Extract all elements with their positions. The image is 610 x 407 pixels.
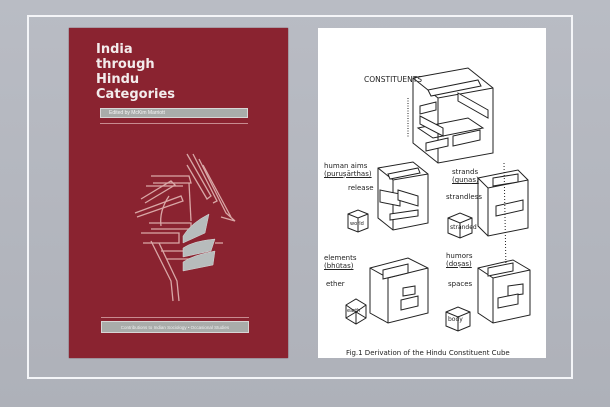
figure-page: CONSTITUENTS xyxy=(318,28,546,358)
main-cube xyxy=(412,67,494,164)
book-title: India through Hindu Categories xyxy=(96,42,176,102)
book-cover: India through Hindu Categories Edited by… xyxy=(69,28,288,358)
body-label: body xyxy=(448,316,463,323)
release-label: release xyxy=(348,184,374,192)
ether-label: ether xyxy=(326,280,345,288)
dosas-label: (doșas) xyxy=(446,260,472,268)
world-label: world xyxy=(350,221,364,227)
elements-label: elements xyxy=(324,254,357,262)
cover-divider xyxy=(100,123,248,124)
constituent-cubes-diagram xyxy=(345,67,531,332)
spaces-label: spaces xyxy=(448,280,473,288)
strandless-label: strandless xyxy=(446,193,482,201)
humors-cube xyxy=(477,259,531,324)
abstract-temple-motif-icon xyxy=(134,153,236,302)
earth-label: earth xyxy=(347,308,361,314)
stranded-label: stranded xyxy=(450,224,477,231)
humors-label: humors xyxy=(446,252,473,260)
editor-banner: Edited by McKim Marriott xyxy=(100,108,248,118)
stranded-small-cube xyxy=(447,212,473,239)
constituents-label: CONSTITUENTS xyxy=(364,75,423,84)
strands-label: strands xyxy=(452,168,479,176)
human-aims-label: human aims xyxy=(324,162,368,170)
earth-small-cube xyxy=(345,298,367,325)
editor-text: Edited by McKim Marriott xyxy=(109,110,165,116)
bhutas-label: (bhūtas) xyxy=(324,262,354,270)
gunas-label: (guṇas) xyxy=(452,176,479,184)
figure-caption: Fig.1 Derivation of the Hindu Constituen… xyxy=(346,349,510,357)
body-small-cube xyxy=(445,306,471,332)
purusarthas-label: (purușārthas) xyxy=(324,170,372,178)
photo-frame-border xyxy=(27,15,573,379)
series-divider xyxy=(101,317,249,318)
world-small-cube xyxy=(347,209,369,233)
series-banner: Contributions to Indian Sociology • Occa… xyxy=(101,321,249,333)
series-text: Contributions to Indian Sociology • Occa… xyxy=(120,325,230,330)
